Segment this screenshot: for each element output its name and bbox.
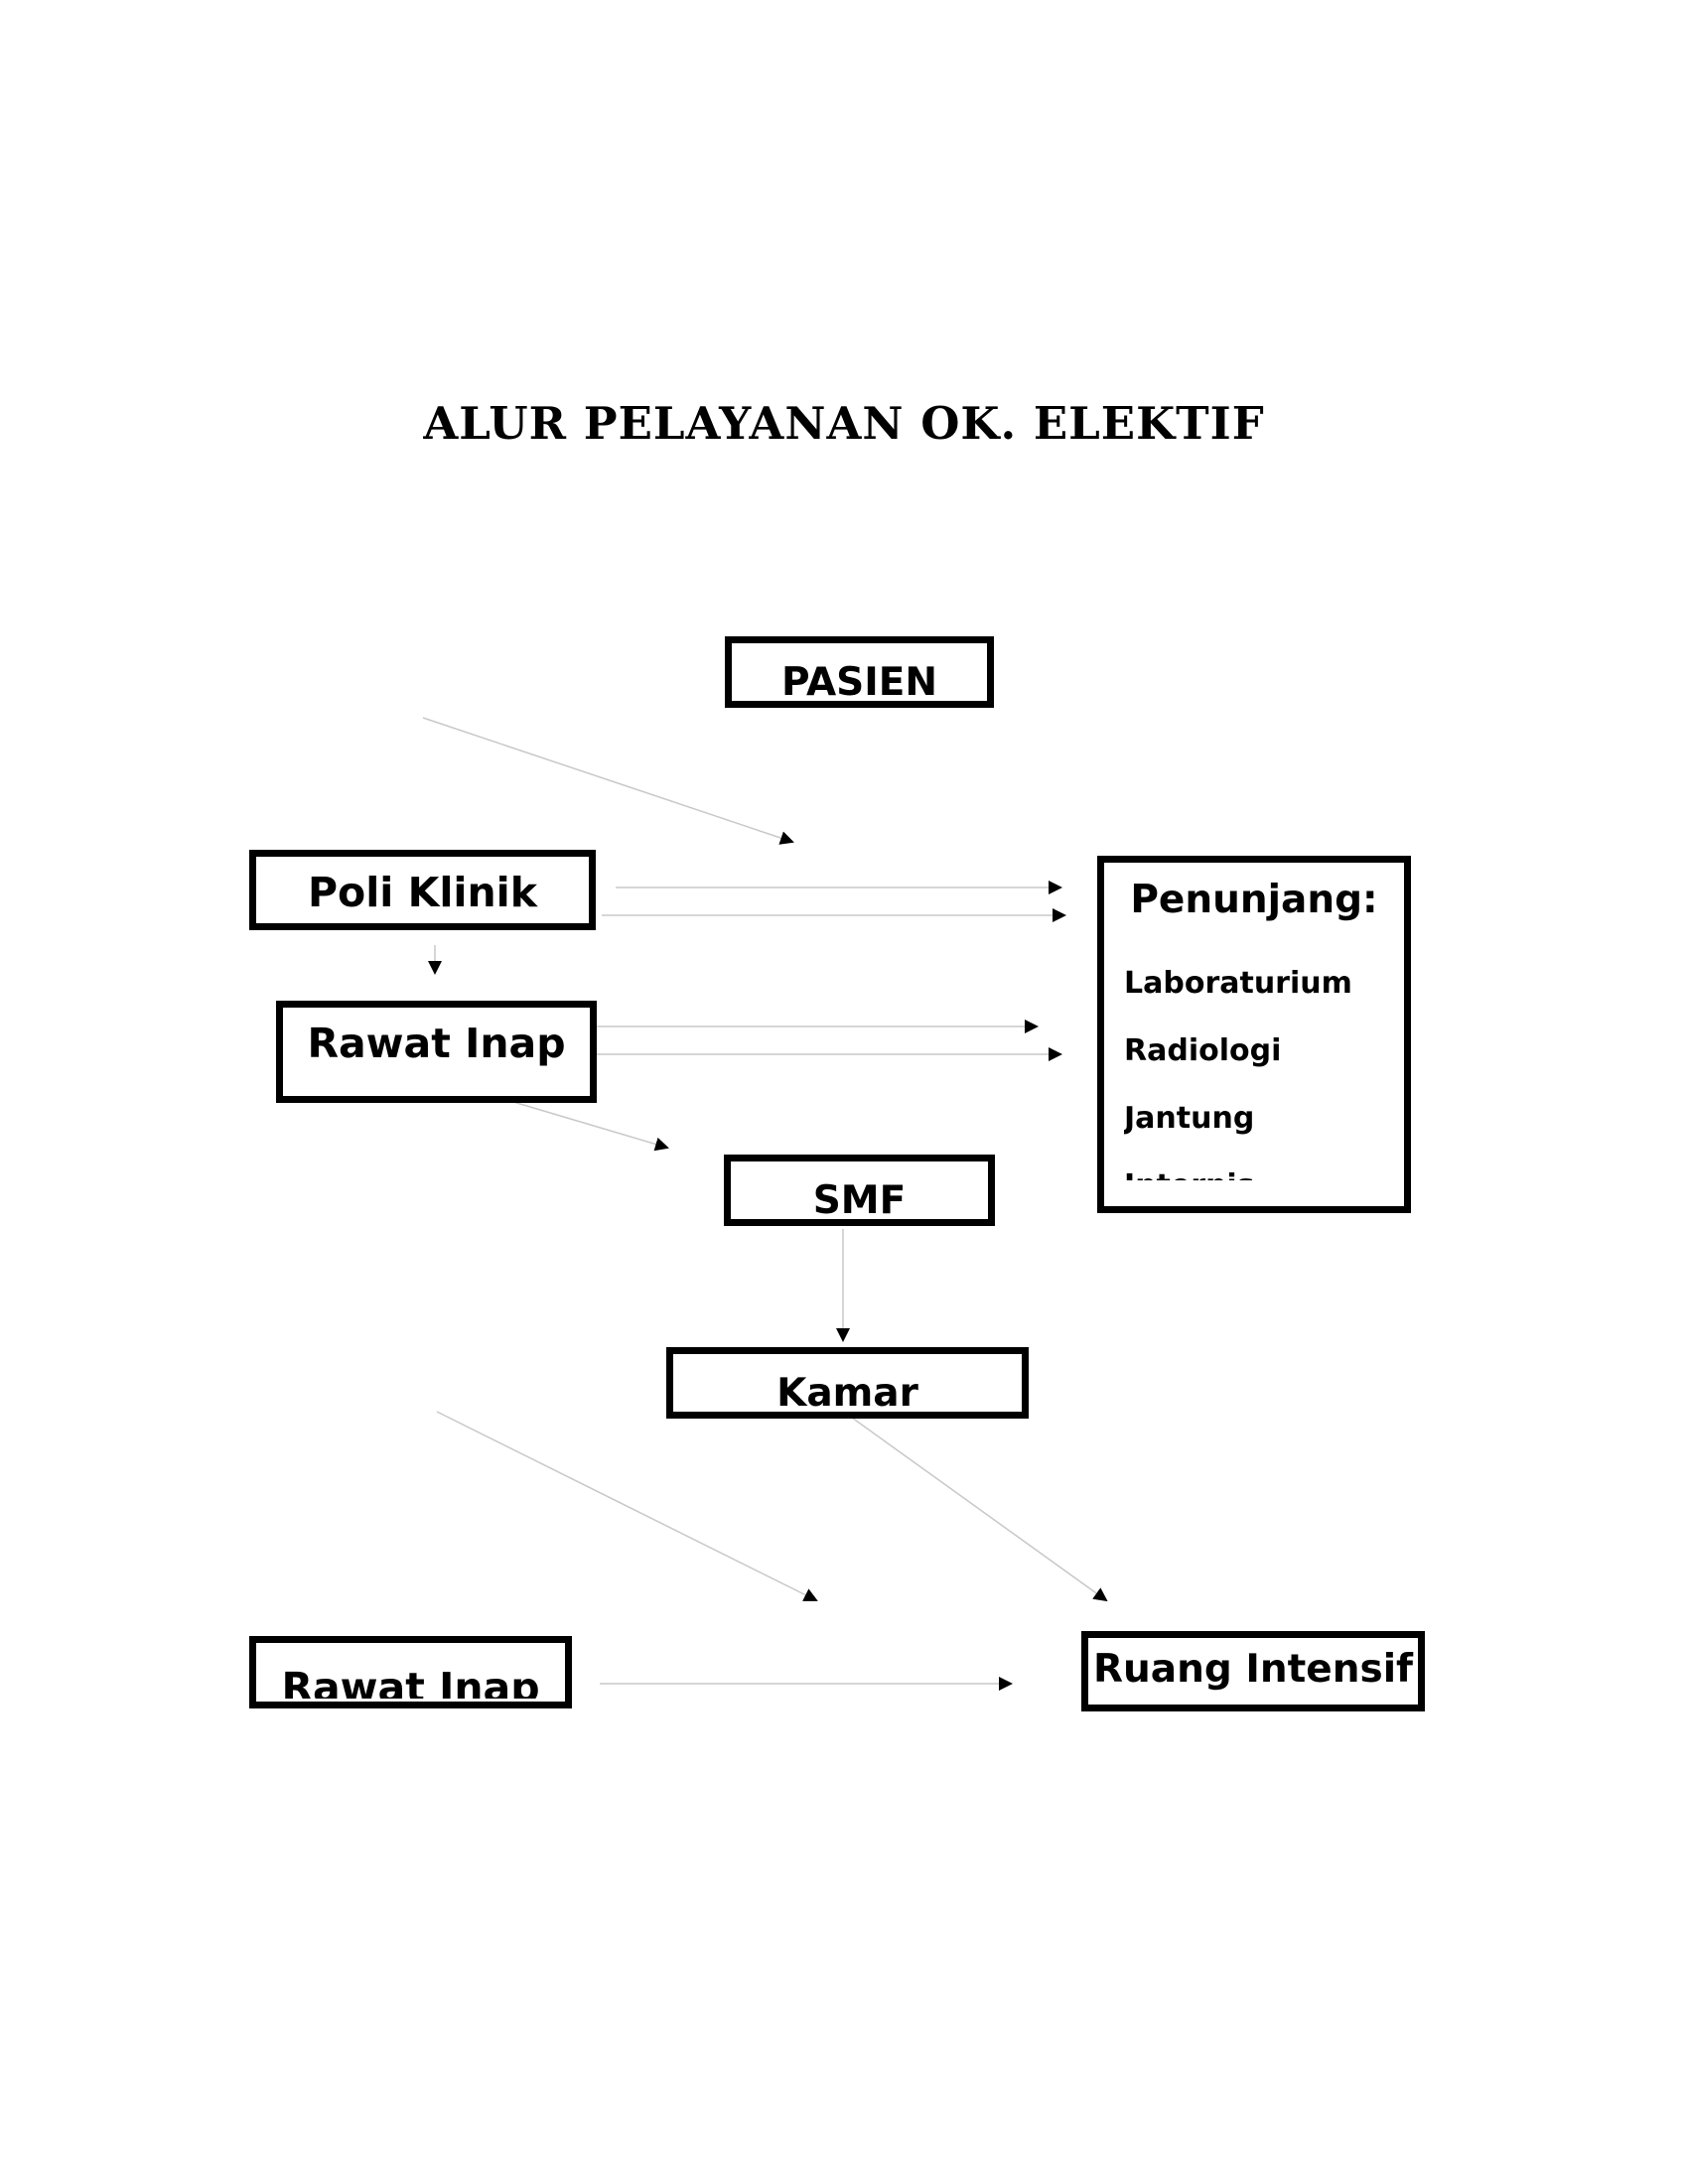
pasien-box: PASIEN bbox=[725, 636, 994, 708]
penunjang-item-laboraturium: Laboraturium bbox=[1124, 969, 1352, 1001]
poli-klinik-label: Poli Klinik bbox=[308, 869, 537, 916]
rawat-inap-bottom-box: Rawat Inap bbox=[249, 1636, 572, 1708]
penunjang-title: Penunjang: bbox=[1130, 878, 1378, 922]
penunjang-item-jantung: Jantung bbox=[1124, 1101, 1255, 1136]
penunjang-item-radiologi: Radiologi bbox=[1124, 1033, 1282, 1068]
rawat-inap-label: Rawat Inap bbox=[307, 1020, 566, 1067]
kamar-label: Kamar bbox=[776, 1371, 918, 1416]
kamar-box: Kamar bbox=[666, 1347, 1029, 1419]
smf-box: SMF bbox=[724, 1155, 995, 1226]
ruang-intensif-box: Ruang Intensif bbox=[1081, 1631, 1425, 1711]
diagram-title: ALUR PELAYANAN OK. ELEKTIF bbox=[423, 397, 1265, 450]
ruang-intensif-label: Ruang Intensif bbox=[1092, 1647, 1414, 1692]
arrow-kamar-to-rawat-inap bbox=[436, 1411, 818, 1601]
poli-klinik-box: Poli Klinik bbox=[249, 850, 596, 930]
arrow-kamar-to-ruang-intensif bbox=[851, 1417, 1108, 1602]
penunjang-list: Laboraturium Radiologi Jantung Internis bbox=[1124, 969, 1352, 1180]
penunjang-box: Penunjang: Laboraturium Radiologi Jantun… bbox=[1097, 856, 1411, 1213]
rawat-inap-box: Rawat Inap bbox=[276, 1001, 597, 1103]
smf-label: SMF bbox=[812, 1178, 907, 1223]
pasien-label: PASIEN bbox=[780, 660, 938, 705]
arrow-to-poli-klinik bbox=[422, 717, 794, 845]
rawat-inap-bottom-label: Rawat Inap bbox=[281, 1665, 540, 1699]
penunjang-item-internis: Internis bbox=[1124, 1171, 1352, 1181]
